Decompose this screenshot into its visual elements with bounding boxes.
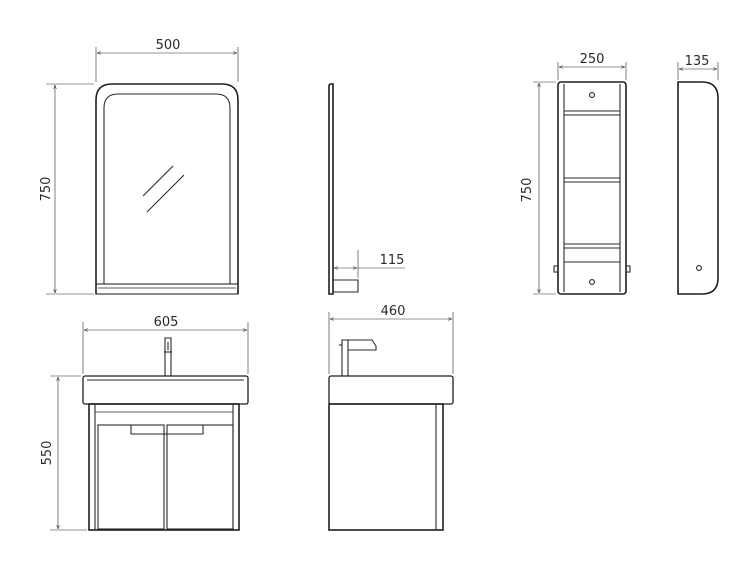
vanity-width-label: 605	[154, 315, 179, 330]
cabinet-depth-label: 135	[685, 54, 710, 69]
mirror-width-label: 500	[156, 38, 181, 53]
vanity-side-view: 460	[328, 304, 454, 531]
vanity-front-view: 605 550	[40, 315, 249, 531]
mirror-front-view: 500 750	[39, 38, 239, 295]
mirror-side-view: 115	[328, 83, 405, 295]
vanity-depth-label: 460	[381, 304, 406, 319]
cabinet-front-view: 250 750	[520, 52, 631, 295]
cabinet-height-label: 750	[520, 178, 535, 203]
cabinet-side-view: 135	[677, 54, 719, 295]
vanity-height-label: 550	[40, 441, 55, 466]
mirror-shelf-depth-label: 115	[380, 253, 405, 268]
cabinet-width-label: 250	[580, 52, 605, 67]
mirror-height-label: 750	[39, 177, 54, 202]
